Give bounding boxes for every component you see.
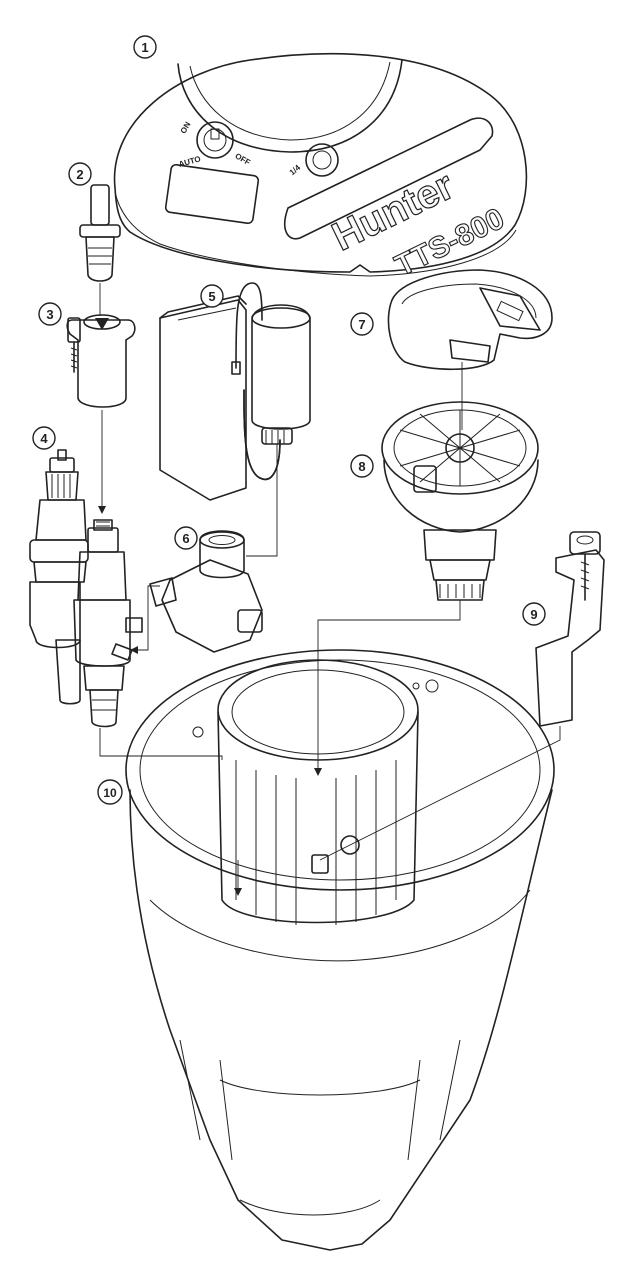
angle-label: 1/4 bbox=[288, 163, 303, 177]
callout-4-number: 4 bbox=[40, 431, 48, 446]
callout-5-number: 5 bbox=[208, 289, 215, 304]
callout-1: 1 bbox=[133, 35, 157, 59]
callout-5: 5 bbox=[200, 284, 224, 308]
callout-9: 9 bbox=[522, 602, 546, 626]
callout-8-number: 8 bbox=[358, 459, 365, 474]
callout-10-number: 10 bbox=[103, 786, 117, 800]
callout-7: 7 bbox=[350, 312, 374, 336]
callout-10: 10 bbox=[97, 779, 123, 805]
part-4-valve-assembly bbox=[29, 449, 223, 760]
callout-6-number: 6 bbox=[182, 531, 189, 546]
part-2-pilot-valve bbox=[79, 184, 121, 316]
dial-label-on: ON bbox=[179, 120, 193, 135]
part-7-retaining-ring bbox=[387, 269, 553, 430]
callout-1-number: 1 bbox=[141, 40, 148, 55]
part-6-swing-fitting bbox=[130, 530, 263, 654]
part-8-rotor bbox=[314, 401, 539, 776]
callout-9-number: 9 bbox=[530, 607, 537, 622]
part-9-bracket bbox=[319, 531, 605, 861]
part-10-body-housing bbox=[125, 649, 555, 1251]
callout-8: 8 bbox=[350, 454, 374, 478]
callout-6: 6 bbox=[174, 526, 198, 550]
part-1-lid: AUTO OFF ON 1/4 Hunter TTS-800 bbox=[113, 52, 528, 283]
callout-4: 4 bbox=[32, 426, 56, 450]
dial-label-off: OFF bbox=[234, 151, 252, 167]
part-3-solenoid-adapter bbox=[66, 314, 136, 514]
callout-3: 3 bbox=[38, 302, 62, 326]
callout-2-number: 2 bbox=[76, 167, 83, 182]
callout-3-number: 3 bbox=[46, 307, 53, 322]
callout-7-number: 7 bbox=[358, 317, 365, 332]
callout-2: 2 bbox=[68, 162, 92, 186]
part-5-battery-solenoid bbox=[159, 282, 311, 557]
